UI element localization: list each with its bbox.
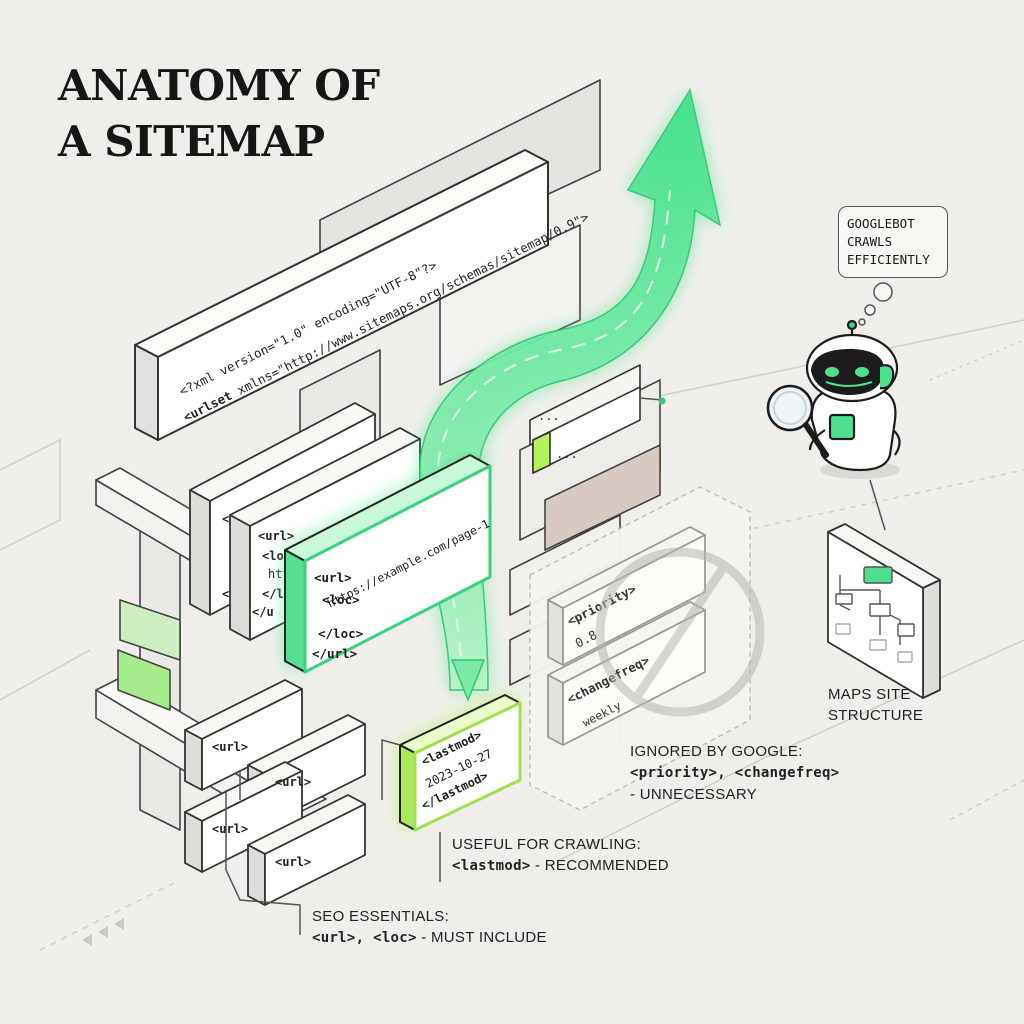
page-title: ANATOMY OF A SITEMAP	[58, 58, 380, 170]
svg-text:</url>: </url>	[312, 646, 357, 661]
robot-icon	[805, 319, 901, 479]
partial-b-line-4: </lo	[262, 587, 291, 601]
thought-dots	[858, 282, 893, 326]
title-line-2: A SITEMAP	[58, 117, 325, 166]
useful-for-crawling-label: USEFUL FOR CRAWLING: <lastmod> - RECOMME…	[452, 836, 669, 874]
partial-b-line-2: <loc	[262, 549, 291, 563]
svg-text:...: ...	[556, 447, 578, 461]
maps-structure-label: MAPS SITE STRUCTURE	[828, 686, 924, 724]
partial-b-line-5: </u	[252, 605, 274, 619]
partial-b-line-1: <url>	[258, 529, 294, 543]
svg-text:...: ...	[538, 409, 560, 423]
prohibited-icon	[595, 547, 765, 717]
sitemap-tree-icon	[827, 523, 941, 699]
small-url-cards: <url> <url> <url> <url>	[184, 679, 366, 906]
connector-dot	[658, 397, 666, 405]
thought-line-1: GOOGLEBOT	[847, 216, 915, 231]
decorative-arrows	[82, 918, 124, 946]
small-url-tag-1: <url>	[212, 740, 248, 754]
url-card-featured: <url> <loc> https://example.com/page-1 <…	[284, 454, 492, 674]
small-url-tag-3: <url>	[212, 822, 248, 836]
ellipsis-chip-2: ...	[532, 386, 641, 474]
svg-text:</loc>: </loc>	[318, 626, 363, 641]
thought-line-2: CRAWLS	[847, 234, 893, 249]
lastmod-card: <lastmod> 2023-10-27 </lastmod>	[399, 694, 522, 832]
ignored-tags-panel: <priority> 0.8 <changefreq> weekly	[529, 486, 765, 811]
magnifying-glass-icon	[766, 384, 829, 458]
thought-bubble: GOOGLEBOT CRAWLS EFFICIENTLY	[838, 206, 948, 278]
seo-essentials-label: SEO ESSENTIALS: <url>, <loc> - MUST INCL…	[312, 908, 547, 946]
small-url-tag-4: <url>	[275, 855, 311, 869]
ignored-by-google-label: IGNORED BY GOOGLE: <priority>, <changefr…	[630, 743, 840, 803]
title-line-1: ANATOMY OF	[58, 61, 380, 110]
svg-text:<url>: <url>	[314, 570, 352, 585]
small-url-tag-2: <url>	[275, 775, 311, 789]
thought-line-3: EFFICIENTLY	[847, 252, 930, 267]
svg-text:<loc>: <loc>	[322, 592, 360, 607]
